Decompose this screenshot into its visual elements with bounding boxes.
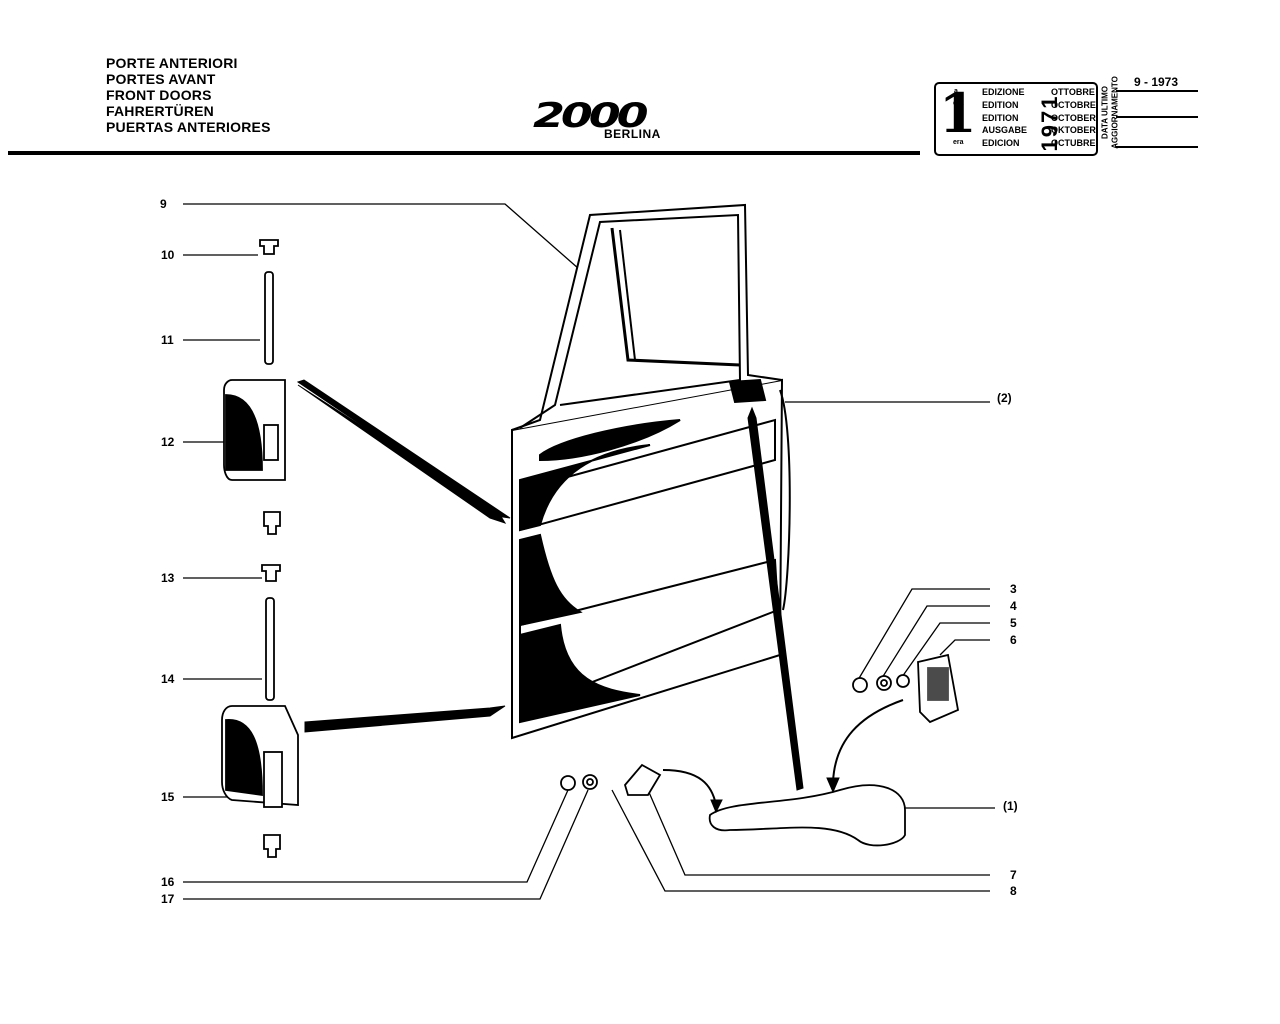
model-logo: 2000	[533, 96, 649, 136]
callout-12: 12	[161, 435, 175, 449]
edition-label: EDITION	[982, 113, 1019, 123]
edition-number: 1	[939, 81, 977, 145]
title-english: FRONT DOORS	[106, 87, 212, 103]
callout-6: 6	[1010, 633, 1017, 647]
edition-suffix: a	[954, 88, 958, 95]
callout-3: 3	[1010, 582, 1017, 596]
callout-13: 13	[161, 571, 175, 585]
callout-4: 4	[1010, 599, 1017, 613]
callout-11: 11	[161, 333, 174, 347]
update-rule	[1116, 116, 1198, 118]
edition-box	[934, 82, 1098, 156]
edition-month: OCTUBRE	[1051, 138, 1096, 148]
callout-1: (1)	[1003, 799, 1018, 813]
callout-5: 5	[1010, 616, 1017, 630]
callout-8: 8	[1010, 884, 1017, 898]
edition-label: EDIZIONE	[982, 87, 1025, 97]
edition-label: EDITION	[982, 100, 1019, 110]
title-spanish: PUERTAS ANTERIORES	[106, 119, 271, 135]
edition-month: OCTOBRE	[1051, 100, 1096, 110]
callout-15: 15	[161, 790, 175, 804]
edition-month: OTTOBRE	[1051, 87, 1095, 97]
header-rule	[8, 151, 920, 155]
title-french: PORTES AVANT	[106, 71, 216, 87]
edition-month: OKTOBER	[1051, 125, 1096, 135]
callout-2: (2)	[997, 391, 1012, 405]
edition-suffix: .	[955, 123, 957, 130]
callout-14: 14	[161, 672, 175, 686]
callout-16: 16	[161, 875, 175, 889]
callout-17: 17	[161, 892, 175, 906]
callout-7: 7	[1010, 868, 1017, 882]
edition-label: EDICION	[982, 138, 1020, 148]
edition-month: OCTOBER	[1051, 113, 1096, 123]
title-german: FAHRERTÜREN	[106, 103, 214, 119]
update-date: 9 - 1973	[1134, 75, 1179, 89]
callout-10: 10	[161, 248, 175, 262]
callout-9: 9	[160, 197, 167, 211]
title-block: PORTE ANTERIORI PORTES AVANT FRONT DOORS…	[106, 55, 271, 135]
update-rule	[1116, 146, 1198, 148]
edition-label: AUSGABE	[982, 125, 1028, 135]
update-rule	[1116, 90, 1198, 92]
edition-suffix: era	[953, 139, 964, 146]
edition-suffix: era	[953, 100, 964, 107]
handle-parts	[560, 653, 960, 847]
model-subtitle: BERLINA	[604, 127, 661, 141]
lower-hinge-parts	[221, 564, 299, 858]
upper-hinge-parts	[223, 239, 286, 535]
edition-suffix: st	[954, 113, 961, 120]
assembly-arrows	[296, 379, 904, 814]
title-italian: PORTE ANTERIORI	[106, 55, 238, 71]
front-door	[511, 203, 791, 740]
